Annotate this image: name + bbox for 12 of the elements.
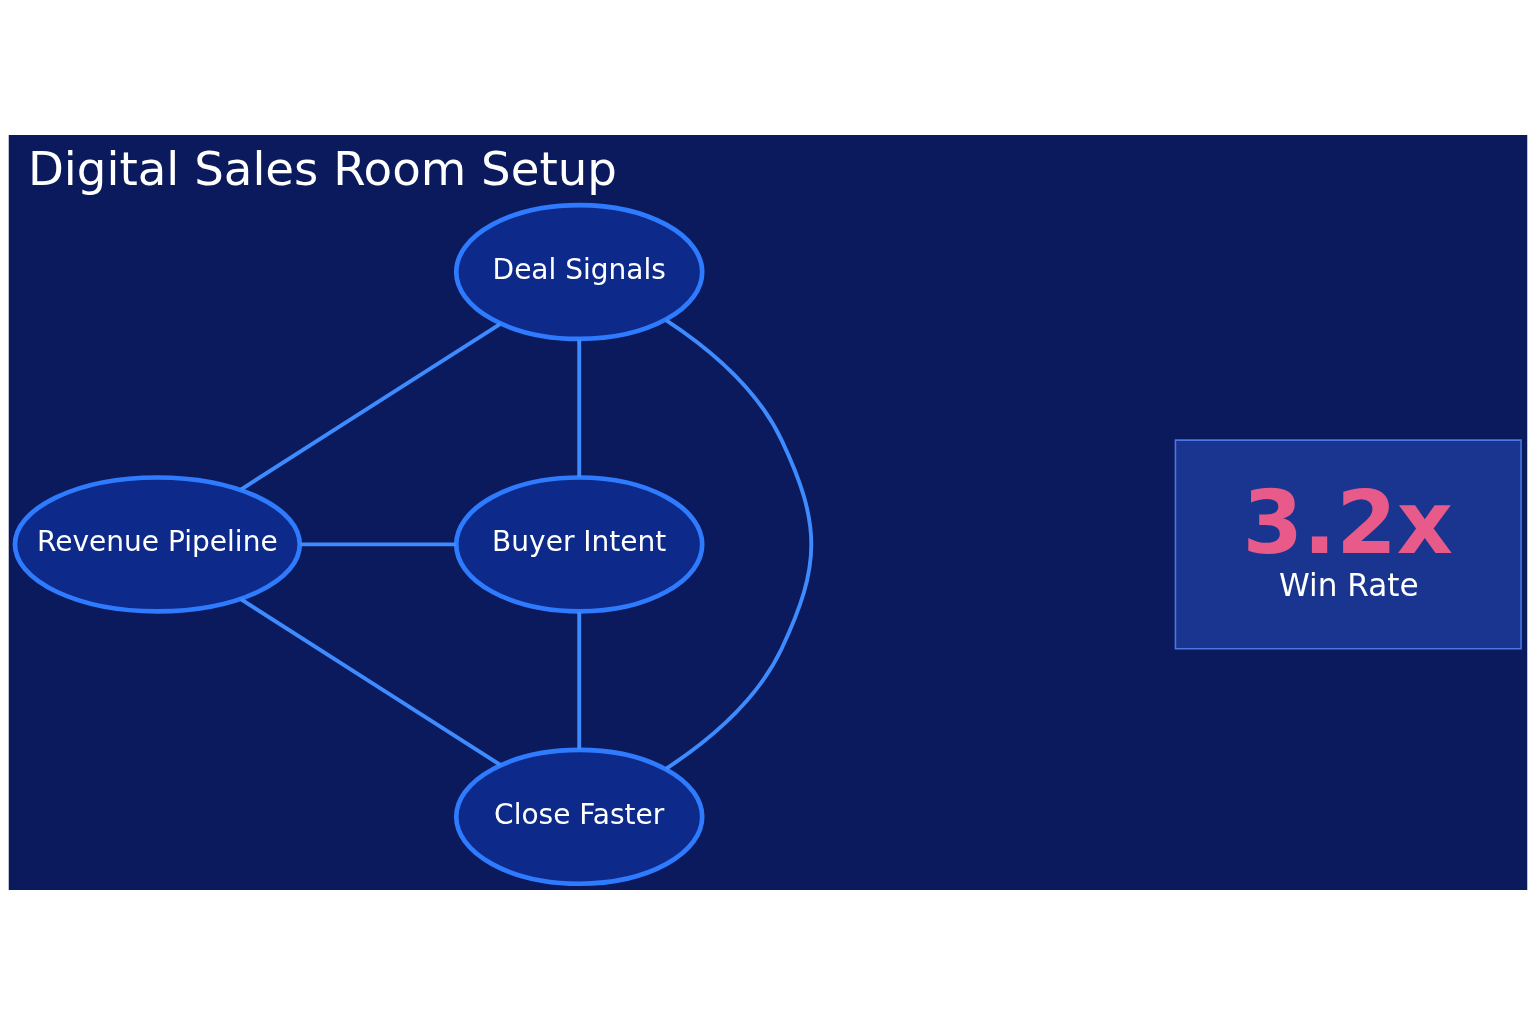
connector bbox=[664, 317, 814, 770]
diagram-title: Digital Sales Room Setup bbox=[27, 141, 617, 196]
node-box: 3.2x Win Rate bbox=[1174, 438, 1522, 649]
connector bbox=[577, 338, 582, 477]
node-ellipse: Buyer Intent bbox=[453, 474, 705, 614]
connector bbox=[577, 611, 582, 750]
node-ellipse: Deal Signals bbox=[453, 202, 705, 341]
connector bbox=[239, 597, 502, 767]
node-ellipse: Close Faster bbox=[453, 747, 705, 886]
connector bbox=[299, 541, 456, 546]
connector bbox=[239, 321, 502, 491]
node-ellipse: Revenue Pipeline bbox=[12, 474, 303, 614]
